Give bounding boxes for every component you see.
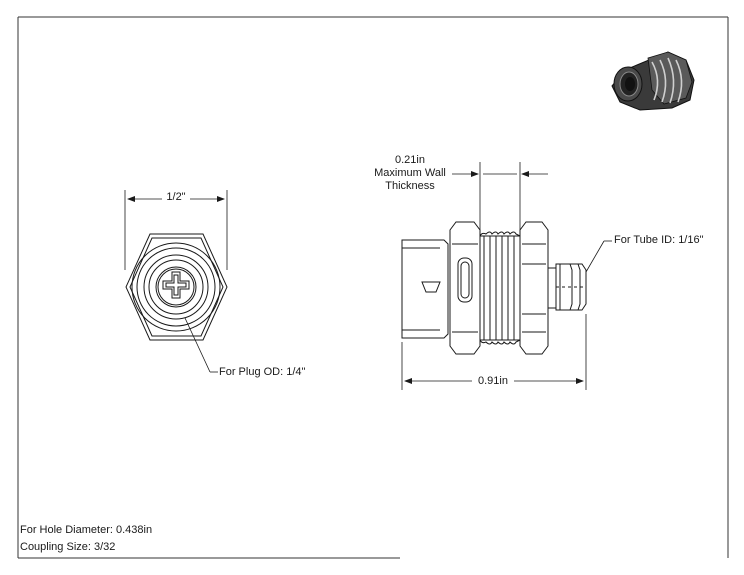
overall-length-label: 0.91in <box>478 375 508 387</box>
wall-thickness-dimension <box>452 162 548 232</box>
hex-width-label: 1/2" <box>166 191 186 203</box>
hole-diameter-note: For Hole Diameter: 0.438in <box>20 524 153 536</box>
wall-thickness-line1: Maximum Wall <box>374 167 446 179</box>
tube-id-leader <box>585 240 612 273</box>
side-view-fitting <box>401 221 587 355</box>
overall-length-dimension <box>401 314 587 390</box>
plug-od-leader <box>184 317 218 373</box>
coupling-size-note: Coupling Size: 3/32 <box>20 541 116 553</box>
hex-width-dimension <box>124 190 228 270</box>
plug-od-callout: For Plug OD: 1/4" <box>219 366 306 378</box>
title-block-notes: For Hole Diameter: 0.438in Coupling Size… <box>20 522 152 556</box>
front-view-hex <box>125 233 228 341</box>
tube-id-callout: For Tube ID: 1/16" <box>614 234 704 246</box>
fitting-3d-thumbnail <box>611 51 695 111</box>
wall-thickness-line2: Thickness <box>385 180 435 192</box>
wall-thickness-value: 0.21in <box>395 154 425 166</box>
drawing-border <box>17 16 729 559</box>
